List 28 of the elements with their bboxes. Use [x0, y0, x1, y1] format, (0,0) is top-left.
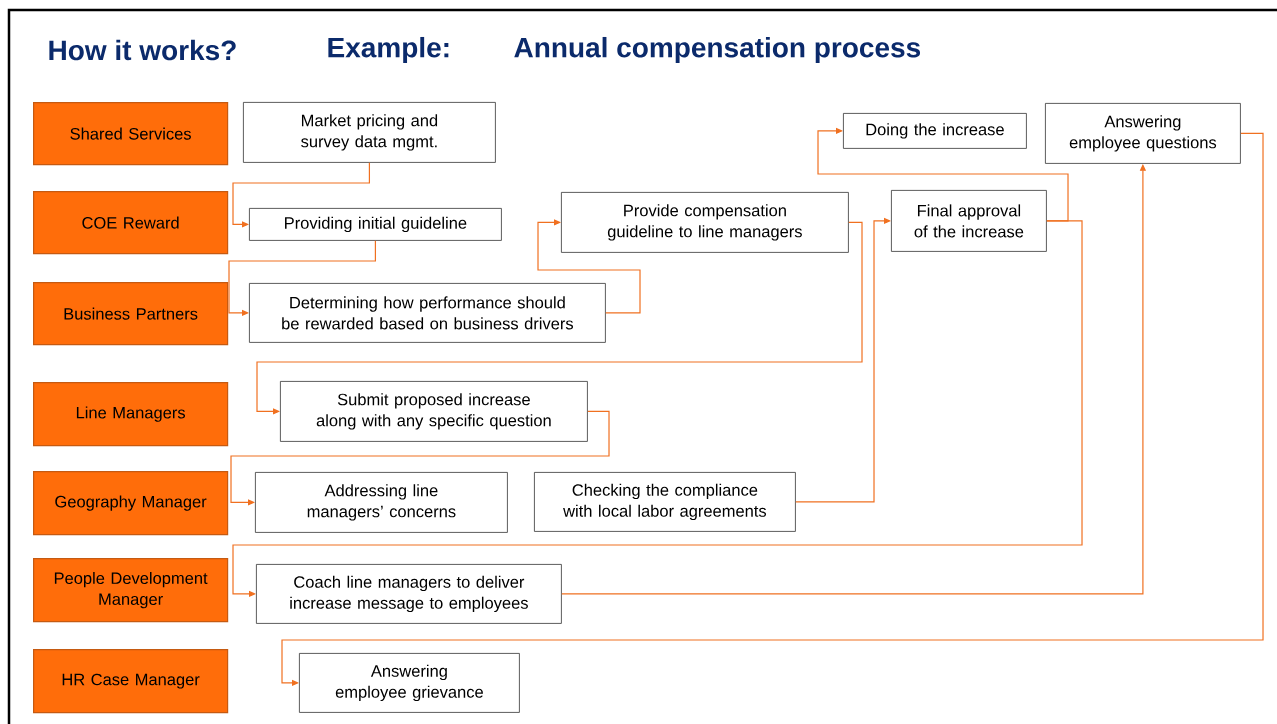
connector-arrow [232, 162, 370, 228]
role-box: HR Case Manager [33, 649, 229, 714]
task-box: Market pricing and survey data mgmt. [243, 102, 496, 163]
role-box: Business Partners [33, 282, 229, 346]
role-box: COE Reward [33, 191, 229, 255]
task-box: Determining how performance should be rewarded based on business drivers [249, 283, 606, 343]
task-box: Addressing line managers’ concerns [255, 472, 508, 533]
connector-arrow [230, 410, 610, 506]
task-box: Final approval of the increase [891, 190, 1047, 252]
connector-arrow [817, 127, 1069, 222]
role-box: Line Managers [33, 382, 229, 447]
task-box: Checking the compliance with local labor agreements [534, 472, 796, 532]
connector-arrow [537, 219, 641, 314]
task-box: Submit proposed increase along with any specific question [280, 381, 588, 442]
role-box: People Development Manager [33, 558, 229, 623]
task-box: Answering employee questions [1045, 103, 1241, 164]
title: Annual compensation process [514, 36, 920, 64]
task-box: Providing initial guideline [249, 208, 502, 241]
task-box: Provide compensation guideline to line managers [561, 192, 849, 253]
task-box: Coach line managers to deliver increase message to employees [256, 564, 562, 624]
connector-arrow [256, 221, 863, 415]
task-box: Doing the increase [843, 113, 1027, 149]
title: How it works? [49, 39, 236, 61]
title: Example: [328, 36, 449, 64]
role-box: Geography Manager [33, 471, 229, 536]
task-box: Answering employee grievance [299, 653, 520, 713]
connector-arrow [795, 217, 891, 503]
role-box: Shared Services [33, 102, 229, 166]
